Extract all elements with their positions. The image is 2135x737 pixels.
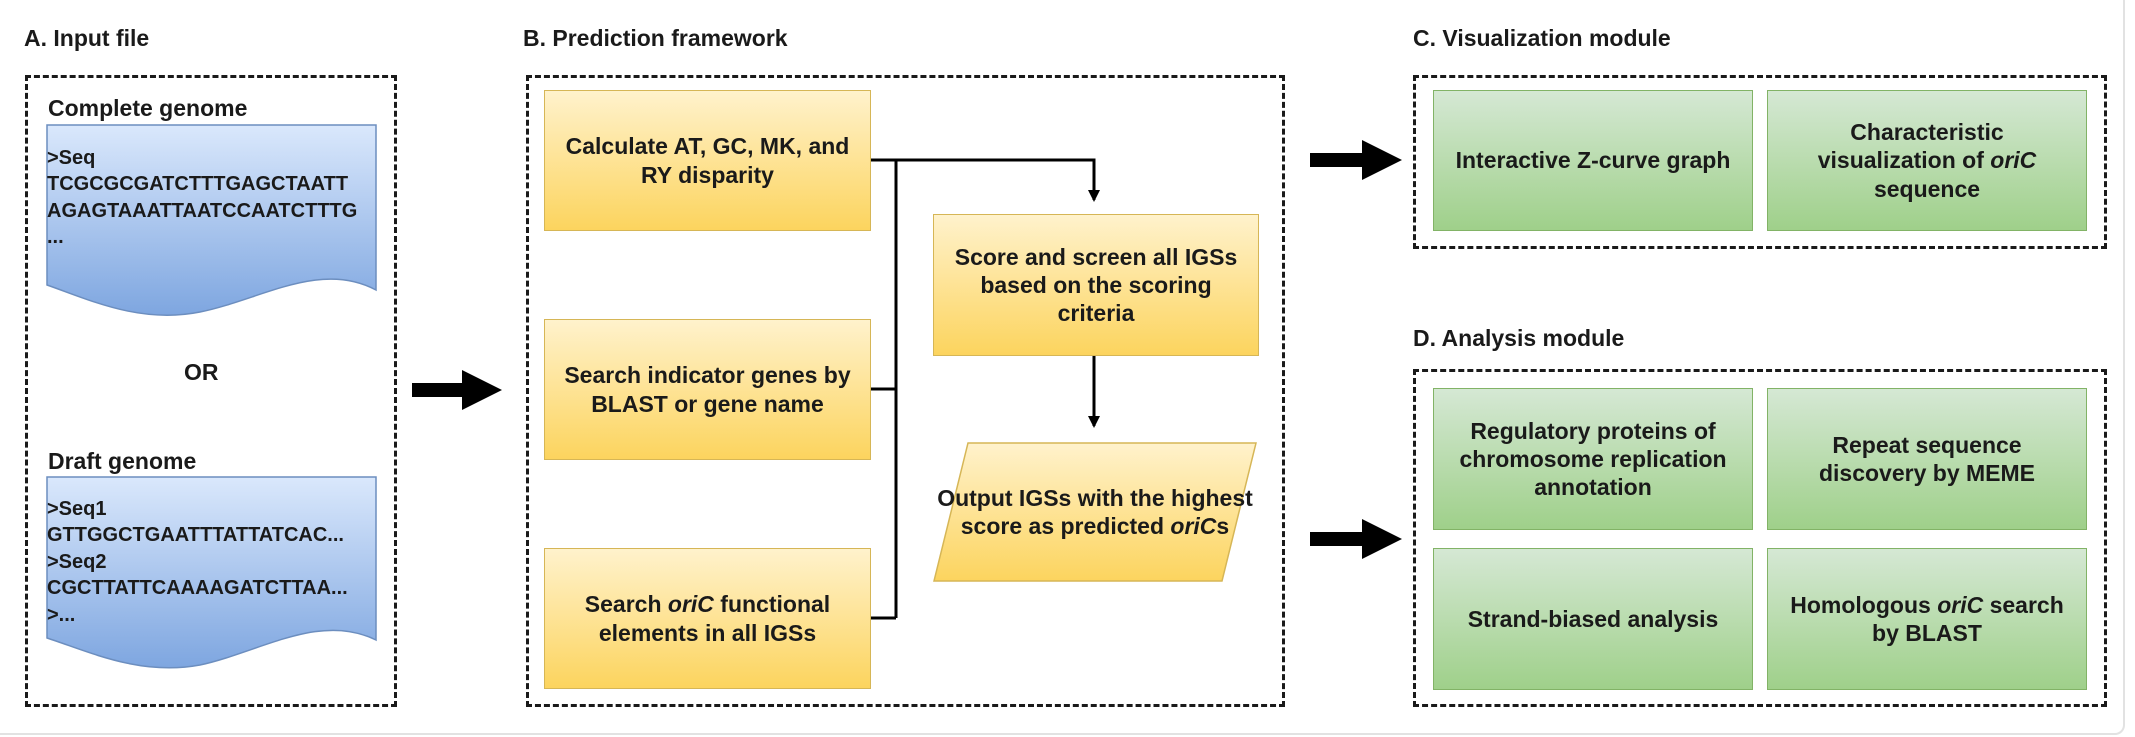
or-label: OR: [184, 359, 219, 385]
search-indicator-genes-text: Search indicator genes by BLAST or gene …: [564, 362, 851, 417]
connector-bracket: [871, 158, 1100, 620]
section-title-analysis: D. Analysis module: [1413, 325, 1625, 351]
sequence-line: TCGCGCGATCTTTGAGCTAATT: [47, 173, 349, 196]
prediction-framework-panel: [526, 75, 1285, 707]
sequence-line: >Seq: [47, 147, 96, 169]
output-parallelogram: [933, 442, 1257, 582]
homologous-search-box: Homologous oriC search by BLAST: [1767, 548, 2087, 690]
analysis-module-panel: [1413, 369, 2107, 707]
draft-genome-sequence: >Seq1 GTTGGCTGAATTTATTATCAC... >Seq2 CGC…: [47, 496, 348, 628]
input-to-prediction-arrow: [412, 370, 502, 410]
characteristic-visualization-box: Characteristic visualization of oriC seq…: [1767, 90, 2087, 231]
complete-genome-label: Complete genome: [48, 95, 248, 121]
sequence-line: >Seq2: [47, 550, 107, 573]
characteristic-visualization-text: Characteristic visualization of oriC seq…: [1817, 119, 2037, 202]
prediction-to-visualization-arrow: [1310, 140, 1402, 180]
sequence-line: CGCTTATTCAAAAGATCTTAA...: [47, 577, 348, 600]
prediction-to-analysis-arrow: [1310, 519, 1402, 559]
repeat-sequence-text: Repeat sequence discovery by MEME: [1818, 431, 2036, 486]
search-functional-elements-box: Search oriC functional elements in all I…: [544, 548, 871, 689]
regulatory-proteins-box: Regulatory proteins of chromosome replic…: [1433, 388, 1753, 530]
draft-genome-label: Draft genome: [48, 448, 197, 474]
draft-genome-document: [46, 476, 377, 669]
sequence-line: >Seq1: [47, 498, 107, 520]
strand-biased-box: Strand-biased analysis: [1433, 548, 1753, 690]
visualization-module-panel: [1413, 75, 2107, 249]
calculate-disparity-box: Calculate AT, GC, MK, and RY disparity: [544, 90, 871, 231]
homologous-search-text: Homologous oriC search by BLAST: [1790, 591, 2064, 646]
search-indicator-genes-box: Search indicator genes by BLAST or gene …: [544, 319, 871, 460]
regulatory-proteins-text: Regulatory proteins of chromosome replic…: [1459, 417, 1727, 501]
section-title-input: A. Input file: [24, 25, 150, 51]
output-igs-text: Output IGSs with the highest score as pr…: [937, 484, 1253, 539]
score-screen-text: Score and screen all IGSs based on the s…: [954, 243, 1238, 327]
sequence-line: AGAGTAAATTAATCCAATCTTTG: [47, 199, 358, 222]
complete-genome-document: [46, 124, 377, 316]
section-title-visualization: C. Visualization module: [1413, 25, 1671, 51]
sequence-line: GTTGGCTGAATTTATTATCAC...: [47, 524, 344, 547]
sequence-line: ...: [47, 226, 64, 249]
calculate-disparity-text: Calculate AT, GC, MK, and RY disparity: [565, 133, 850, 188]
section-title-prediction: B. Prediction framework: [523, 25, 788, 51]
repeat-sequence-box: Repeat sequence discovery by MEME: [1767, 388, 2087, 530]
z-curve-graph-text: Interactive Z-curve graph: [1455, 147, 1731, 174]
search-functional-elements-text: Search oriC functional elements in all I…: [584, 591, 831, 646]
input-file-panel: [25, 75, 397, 707]
strand-biased-text: Strand-biased analysis: [1467, 605, 1719, 632]
complete-genome-sequence: >Seq TCGCGCGATCTTTGAGCTAATT AGAGTAAATTAA…: [47, 145, 357, 251]
sequence-line: >...: [47, 603, 76, 626]
score-screen-box: Score and screen all IGSs based on the s…: [933, 214, 1259, 356]
z-curve-graph-box: Interactive Z-curve graph: [1433, 90, 1753, 231]
